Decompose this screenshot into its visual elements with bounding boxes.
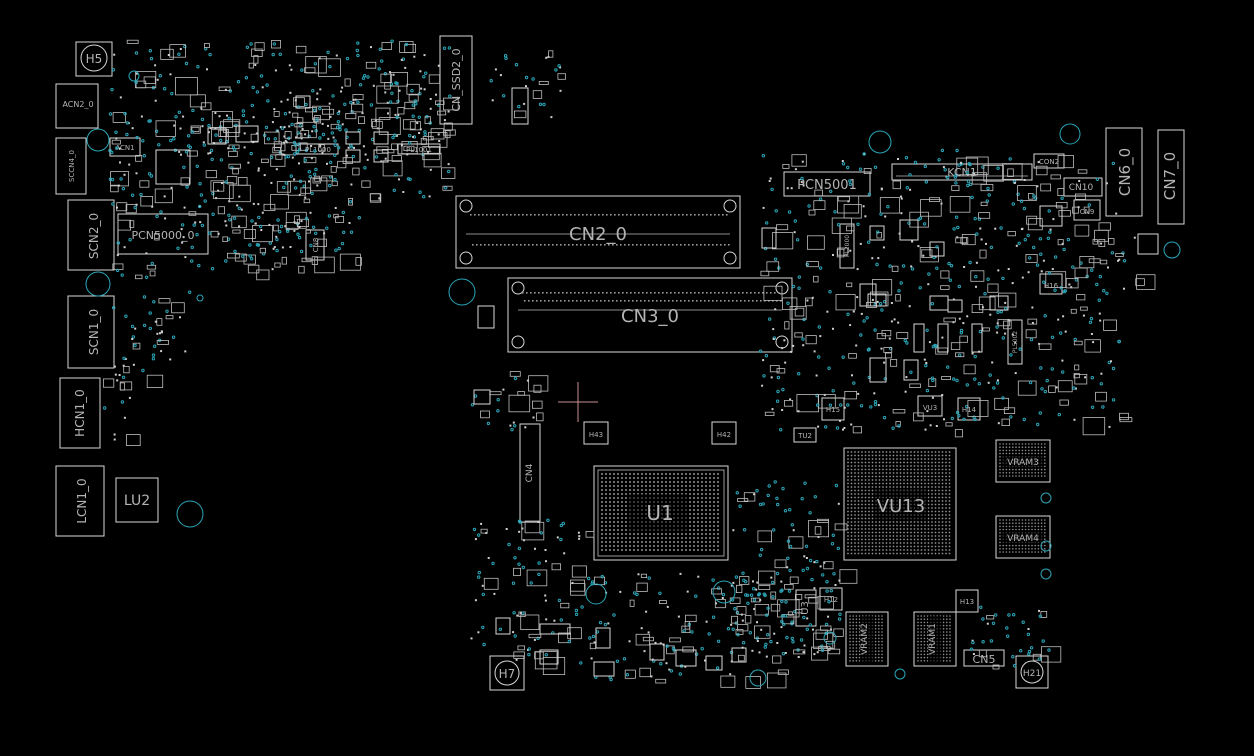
mounting-hole-h16[interactable]: H16: [1039, 273, 1063, 295]
label-h7: H7: [499, 667, 516, 681]
label-cn6-0: CN6_0: [1116, 148, 1135, 196]
small-connector-top: [511, 87, 529, 125]
label-h14: H14: [962, 406, 977, 414]
regulator-vu3[interactable]: VU3: [917, 395, 943, 417]
connector-cn3-0[interactable]: CN3_0: [507, 277, 793, 353]
label-lcn1-0: LCN1_0: [75, 478, 89, 523]
mounting-hole-h12[interactable]: H12: [819, 587, 843, 611]
component-u3[interactable]: U3: [795, 589, 817, 627]
cpu-u1[interactable]: U1: [593, 465, 729, 561]
component-tu2[interactable]: TU2: [793, 427, 817, 443]
label-tu2: TU2: [797, 432, 812, 440]
label-cn9: CN9: [1080, 208, 1095, 216]
mounting-hole-h14[interactable]: H14: [957, 397, 981, 421]
label-pl2000: PL2000: [844, 235, 851, 257]
label-pcn5000-0: PCN5000_0: [131, 229, 194, 242]
label-scn2-0: SCN2_0: [87, 213, 101, 259]
label-vram2: VRAM2: [860, 623, 870, 655]
component-lu2[interactable]: LU2: [115, 477, 159, 523]
label-cn2-0: CN2_0: [569, 224, 627, 245]
label-scn1-0: SCN1_0: [87, 309, 101, 355]
label-cn7-0: CN7_0: [1161, 152, 1180, 200]
label-h5: H5: [86, 52, 103, 66]
connector-cn9[interactable]: CN9: [1073, 199, 1101, 221]
vram-4[interactable]: VRAM4: [995, 515, 1051, 559]
label-lu2: LU2: [124, 493, 150, 509]
cursor-crosshair: [558, 382, 598, 422]
label-pl1000: PL1000: [305, 146, 331, 154]
connector-cn10[interactable]: CN10: [1063, 177, 1103, 197]
label-cn3-0: CN3_0: [621, 306, 679, 327]
label-sccn4-0: SCCN4_0: [68, 150, 76, 182]
label-vram1: VRAM1: [928, 623, 938, 655]
label-u3: U3: [800, 601, 811, 615]
inductor-pl1001[interactable]: PL1001: [397, 143, 441, 155]
connector-kcn1[interactable]: KCN1: [891, 163, 1033, 181]
label-u1: U1: [646, 501, 673, 525]
connector-sccn4-0[interactable]: SCCN4_0: [55, 137, 87, 195]
connector-pcn5000-0[interactable]: PCN5000_0: [117, 213, 209, 255]
mounting-hole-h42[interactable]: H42: [711, 421, 737, 445]
label-h43: H43: [589, 431, 603, 439]
label-h12: H12: [824, 596, 838, 604]
label-pl1001: PL1001: [406, 146, 432, 154]
connector-con2[interactable]: CON2: [1033, 153, 1065, 169]
label-vram3: VRAM3: [1007, 458, 1039, 468]
mounting-hole-h5[interactable]: H5: [75, 41, 113, 77]
connector-pcn5001[interactable]: PCN5001: [783, 171, 871, 197]
label-h15: H15: [826, 406, 840, 414]
label-acn2-0: ACN2_0: [62, 100, 93, 109]
inductor-pl1000[interactable]: PL1000: [295, 143, 339, 155]
label-h16: H16: [1044, 282, 1059, 290]
connector-lcn1-0[interactable]: LCN1_0: [55, 465, 105, 537]
label-cn-ssd2-0: CN_SSD2_0: [450, 48, 463, 111]
mounting-hole-h15[interactable]: H15: [821, 397, 845, 421]
connector-scn2-0[interactable]: SCN2_0: [67, 199, 115, 271]
label-h13: H13: [960, 598, 974, 606]
label-cn4: CN4: [525, 463, 535, 482]
mounting-hole-h21[interactable]: H21: [1015, 655, 1049, 689]
mounting-hole-h7[interactable]: H7: [489, 655, 525, 691]
label-hcn1-0: HCN1_0: [73, 389, 87, 437]
vram-1[interactable]: VRAM1: [913, 611, 957, 667]
label-h21: H21: [1023, 669, 1041, 679]
connector-acn2-0[interactable]: ACN2_0: [55, 83, 99, 129]
connector-scn1-0[interactable]: SCN1_0: [67, 295, 115, 369]
connector-cn2-0[interactable]: CN2_0: [455, 195, 741, 269]
mounting-hole-h43[interactable]: H43: [583, 421, 609, 445]
label-cn5: CN5: [973, 653, 996, 666]
connector-cn7-0[interactable]: CN7_0: [1157, 129, 1185, 225]
label-cn8: CN8: [312, 238, 320, 253]
inductor-pl2000[interactable]: PL2000: [839, 223, 855, 269]
label-vram4: VRAM4: [1007, 534, 1039, 544]
connector-acn1[interactable]: ACN1: [109, 137, 141, 157]
connector-hcn1-0[interactable]: HCN1_0: [59, 377, 101, 449]
vram-3[interactable]: VRAM3: [995, 439, 1051, 483]
label-con2: CON2: [1039, 158, 1059, 166]
gpu-vu13[interactable]: VU13: [843, 447, 957, 561]
bga-grid-vu13: [847, 451, 951, 555]
connector-cn5[interactable]: CN5: [963, 649, 1005, 667]
connector-cn6-0[interactable]: CN6_0: [1105, 127, 1143, 217]
label-vu13: VU13: [877, 496, 925, 517]
label-h42: H42: [717, 431, 731, 439]
vram-2[interactable]: VRAM2: [845, 611, 889, 667]
label-cn10: CN10: [1069, 183, 1094, 193]
label-pcn5001: PCN5001: [797, 178, 857, 193]
mounting-hole-h13[interactable]: H13: [955, 589, 979, 613]
label-acn1: ACN1: [115, 144, 134, 152]
connector-cn4[interactable]: CN4: [519, 423, 541, 523]
board-detail: [85, 39, 1181, 689]
label-vu3: VU3: [923, 404, 937, 412]
